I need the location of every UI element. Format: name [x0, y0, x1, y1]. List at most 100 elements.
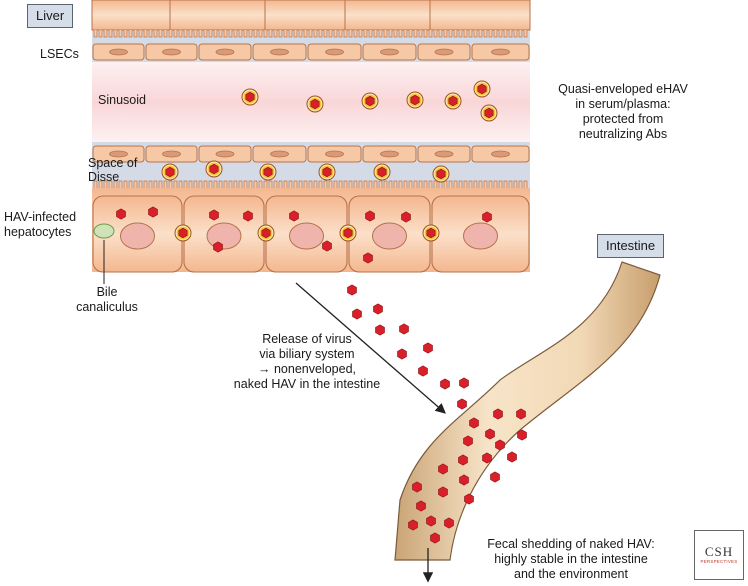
lsec-cell	[145, 43, 198, 61]
naked-virus	[373, 303, 383, 315]
naked-virus	[444, 517, 454, 529]
microvilli-row	[93, 180, 528, 188]
naked-virus	[459, 474, 469, 486]
naked-virus	[408, 519, 418, 531]
naked-virus	[416, 500, 426, 512]
enveloped-virus	[422, 224, 440, 242]
naked-virus	[347, 284, 357, 296]
naked-virus	[463, 435, 473, 447]
naked-virus	[243, 210, 253, 222]
hepatocyte	[431, 195, 530, 273]
fecal-shedding-label: Fecal shedding of naked HAV: highly stab…	[466, 537, 676, 582]
lsec-cell	[145, 145, 198, 163]
naked-virus	[375, 324, 385, 336]
lsec-cell	[307, 43, 362, 61]
lsec-cell	[362, 43, 417, 61]
naked-virus	[490, 471, 500, 483]
naked-virus	[365, 210, 375, 222]
hepatocyte	[348, 195, 431, 273]
enveloped-virus	[306, 95, 324, 113]
release-label: Release of virus via biliary system → no…	[222, 332, 392, 392]
naked-virus	[440, 378, 450, 390]
naked-virus	[507, 451, 517, 463]
quasi-line-1: Quasi-enveloped eHAV	[558, 82, 688, 96]
lsec-cell	[252, 145, 307, 163]
naked-virus	[438, 486, 448, 498]
naked-virus	[418, 365, 428, 377]
lsec-cell	[92, 43, 145, 61]
enveloped-virus	[444, 92, 462, 110]
naked-virus	[459, 377, 469, 389]
hepatocyte	[265, 195, 348, 273]
fecal-line-3: and the environment	[514, 567, 628, 581]
naked-virus	[209, 209, 219, 221]
intestine-label: Intestine	[597, 234, 665, 258]
release-line-2: via biliary system	[259, 347, 355, 361]
naked-virus	[516, 408, 526, 420]
hepatocyte-nucleus	[372, 222, 407, 250]
microvilli-row	[93, 30, 528, 38]
enveloped-virus	[259, 163, 277, 181]
naked-virus	[464, 493, 474, 505]
naked-virus	[322, 240, 332, 252]
logo-subtitle: PERSPECTIVES	[700, 559, 738, 564]
hepatocytes-label: HAV-infected hepatocytes	[4, 210, 76, 240]
lsec-cell	[471, 145, 530, 163]
lsec-cell	[252, 43, 307, 61]
lsec-cell	[417, 145, 471, 163]
liver-label: Liver	[27, 4, 74, 28]
enveloped-virus	[174, 224, 192, 242]
bile-canaliculus	[93, 223, 115, 239]
naked-virus	[363, 252, 373, 264]
enveloped-virus	[161, 163, 179, 181]
quasi-line-4: neutralizing Abs	[578, 127, 668, 141]
quasi-enveloped-label: Quasi-enveloped eHAV in serum/plasma: pr…	[533, 82, 713, 142]
naked-virus	[399, 323, 409, 335]
release-line-3: → nonenveloped,	[258, 362, 356, 376]
space-of-disse-line-2: Disse	[88, 170, 120, 184]
virus-particles	[116, 80, 527, 544]
bile-line-1: Bile	[96, 285, 118, 299]
naked-virus	[495, 439, 505, 451]
naked-virus	[430, 532, 440, 544]
lsecs-label: LSECs	[40, 47, 79, 61]
naked-virus	[469, 417, 479, 429]
bile-canaliculus-label: Bile canaliculus	[62, 285, 152, 315]
naked-virus	[493, 408, 503, 420]
naked-virus	[426, 515, 436, 527]
hepatocyte	[92, 195, 183, 273]
fecal-line-2: highly stable in the intestine	[494, 552, 648, 566]
microvilli	[93, 30, 528, 188]
enveloped-virus	[205, 160, 223, 178]
hepatocyte	[183, 195, 265, 273]
quasi-line-2: in serum/plasma:	[575, 97, 671, 111]
sinusoid-label: Sinusoid	[98, 93, 146, 107]
csh-perspectives-logo: CSH PERSPECTIVES	[694, 530, 744, 580]
naked-virus	[213, 241, 223, 253]
bile-line-2: canaliculus	[76, 300, 138, 314]
fecal-line-1: Fecal shedding of naked HAV:	[487, 537, 655, 551]
naked-virus	[457, 398, 467, 410]
enveloped-virus	[432, 165, 450, 183]
naked-virus	[401, 211, 411, 223]
space-of-disse-line-1: Space of	[88, 156, 138, 170]
lsec-cell	[307, 145, 362, 163]
hepatocyte-nucleus	[463, 222, 498, 250]
naked-virus	[458, 454, 468, 466]
naked-virus	[148, 206, 158, 218]
space-of-disse-label: Space of Disse	[88, 156, 137, 184]
lsec-cells	[92, 43, 530, 163]
enveloped-virus	[361, 92, 379, 110]
release-line-1: Release of virus	[262, 332, 352, 346]
naked-virus	[116, 208, 126, 220]
enveloped-virus	[473, 80, 491, 98]
enveloped-virus	[318, 163, 336, 181]
naked-virus	[482, 452, 492, 464]
biliary-release-arrow	[295, 282, 446, 414]
enveloped-virus	[480, 104, 498, 122]
naked-virus	[485, 428, 495, 440]
quasi-line-3: protected from	[582, 112, 664, 126]
enveloped-virus	[406, 91, 424, 109]
enveloped-virus	[241, 88, 259, 106]
